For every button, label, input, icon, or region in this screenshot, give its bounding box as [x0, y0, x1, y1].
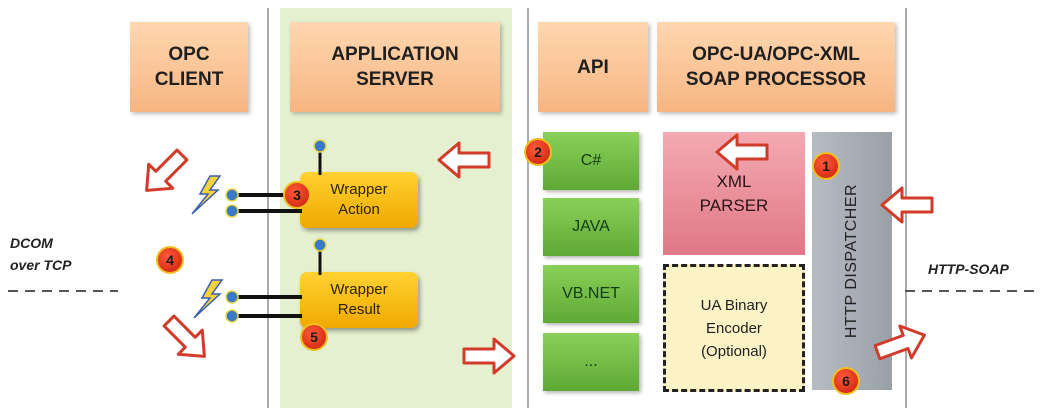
step-marker-3: 3	[283, 181, 311, 209]
api-box-vbnet: VB.NET	[543, 265, 639, 323]
api-box-more: ...	[543, 333, 639, 391]
step-marker-5: 5	[300, 323, 328, 351]
header-api: API	[538, 22, 648, 112]
arrow-down-left-icon	[145, 148, 189, 192]
step-marker-4: 4	[156, 246, 184, 274]
port-dot	[225, 188, 239, 202]
arrow-right-icon	[462, 337, 516, 375]
port-dot	[225, 204, 239, 218]
wrapper-action-box: Wrapper Action	[300, 172, 418, 228]
port-dot	[313, 139, 327, 153]
lightning-bolt-icon	[191, 175, 222, 215]
header-soap-processor: OPC-UA/OPC-XML SOAP PROCESSOR	[657, 22, 895, 112]
dcom-over-tcp-label: DCOM over TCP	[10, 235, 72, 273]
header-opc-client: OPC CLIENT	[130, 22, 248, 112]
arrow-xml-parser-icon	[715, 133, 769, 171]
http-soap-label: HTTP-SOAP	[928, 261, 1009, 277]
xml-parser-box: XML PARSER	[663, 132, 805, 255]
api-box-csharp: C#	[543, 132, 639, 190]
arrow-down-right-icon	[162, 314, 206, 358]
step-marker-2: 2	[524, 138, 552, 166]
arrow-out-dispatcher-icon	[873, 324, 926, 361]
port-dot	[313, 238, 327, 252]
header-application-server: APPLICATION SERVER	[290, 22, 500, 112]
port-dots	[225, 139, 327, 323]
lightning-bolt-icon	[193, 279, 224, 319]
arrow-left-icon	[437, 141, 491, 179]
port-dot	[225, 309, 239, 323]
ua-binary-encoder-box: UA Binary Encoder (Optional)	[663, 264, 805, 392]
step-marker-1: 1	[812, 152, 840, 180]
wrapper-result-box: Wrapper Result	[300, 272, 418, 328]
api-box-java: JAVA	[543, 198, 639, 256]
arrow-into-dispatcher-icon	[880, 186, 934, 224]
step-marker-6: 6	[832, 367, 860, 395]
port-dot	[225, 290, 239, 304]
